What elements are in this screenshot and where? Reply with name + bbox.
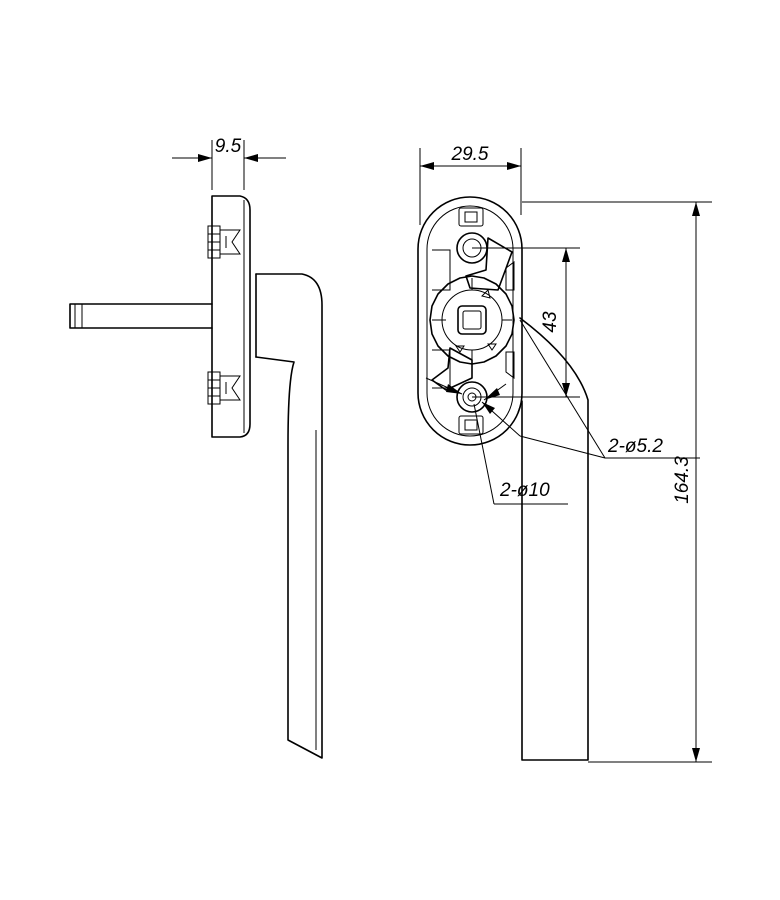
side-view bbox=[69, 195, 323, 759]
side-base-plate bbox=[211, 195, 257, 438]
dim-total-height-label: 164.3 bbox=[672, 456, 693, 504]
side-screw-top bbox=[207, 225, 241, 259]
front-view bbox=[417, 196, 589, 761]
dim-front-width-label: 29.5 bbox=[451, 144, 489, 165]
dim-hole-spacing-label: 43 bbox=[540, 311, 561, 333]
dim-small-holes-label: 2-ø5.2 bbox=[607, 436, 663, 457]
dim-large-holes: 2-ø10 bbox=[425, 377, 568, 505]
front-screw-clip-bottom bbox=[458, 415, 484, 435]
dim-side-thickness-label: 9.5 bbox=[215, 136, 242, 157]
dim-side-thickness: 9.5 bbox=[172, 136, 286, 190]
side-screw-bottom bbox=[207, 371, 241, 405]
dim-front-width: 29.5 bbox=[419, 144, 522, 225]
square-spindle-hole bbox=[457, 305, 487, 335]
dim-small-holes: 2-ø5.2 bbox=[481, 319, 700, 459]
front-screw-clip-top bbox=[458, 207, 484, 227]
front-base-plate bbox=[417, 196, 523, 446]
dim-large-holes-label: 2-ø10 bbox=[499, 480, 550, 501]
spindle bbox=[69, 303, 213, 329]
spring-arm-top bbox=[465, 237, 513, 291]
rosette-gear bbox=[429, 275, 515, 365]
side-lever bbox=[255, 273, 323, 759]
front-lever bbox=[519, 317, 589, 761]
dim-total-height: 164.3 bbox=[522, 201, 712, 763]
dim-hole-spacing: 43 bbox=[472, 247, 580, 398]
